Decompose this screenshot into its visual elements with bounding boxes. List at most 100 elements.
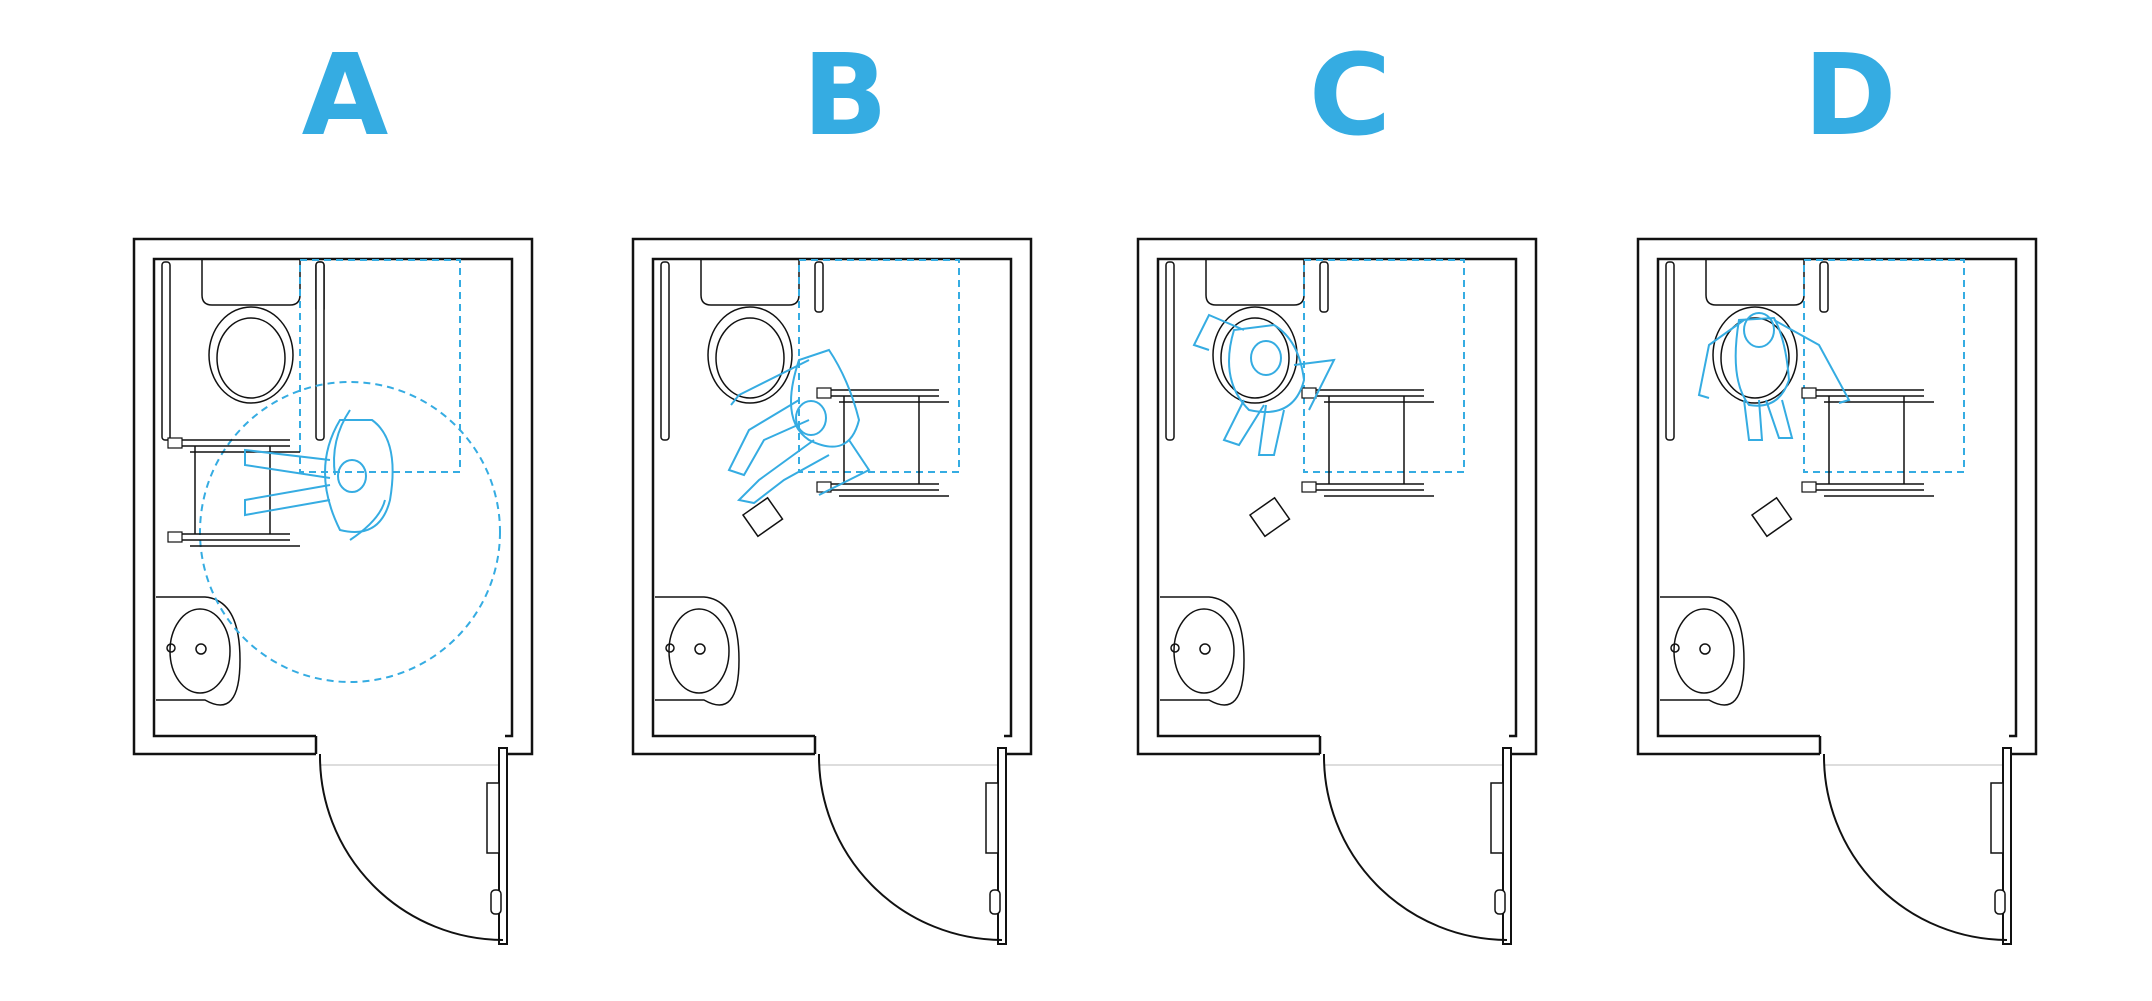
grab-bar-left	[660, 261, 670, 441]
wheelchair-bottom-frame	[180, 533, 300, 547]
wheelchair-handle-top	[1801, 387, 1817, 399]
person-leg-upper	[1743, 399, 1764, 441]
inner-wall	[1156, 257, 1518, 738]
wheelchair-seat	[194, 446, 271, 534]
washbasin	[156, 596, 241, 706]
door-lock	[490, 889, 502, 915]
bathroom-plan-b	[631, 237, 1033, 945]
wheelchair	[816, 387, 949, 497]
washbasin-bowl	[668, 608, 730, 694]
transfer-zone	[299, 259, 461, 473]
door-swing-arc	[1822, 753, 2008, 941]
outer-wall	[1136, 237, 1538, 756]
toilet-bowl	[707, 306, 793, 404]
person-arm-bottom	[1773, 319, 1851, 404]
wheelchair-handle-bottom	[1301, 481, 1317, 493]
turning-circle	[199, 381, 501, 683]
wheelchair-bottom-frame	[1314, 483, 1434, 497]
door-pull-handle	[985, 782, 999, 854]
drain	[1199, 643, 1211, 655]
person-head	[1743, 312, 1775, 348]
tap	[1670, 643, 1680, 653]
transfer-zone	[1803, 259, 1965, 473]
grab-bar-right	[814, 261, 824, 313]
washbasin-bowl	[1173, 608, 1235, 694]
toilet-bowl	[1712, 306, 1798, 404]
drain	[694, 643, 706, 655]
wheelchair-handle-bottom	[167, 531, 183, 543]
person-torso	[1228, 323, 1306, 413]
person-leg-upper	[1222, 399, 1265, 447]
toilet-seat	[1720, 317, 1790, 399]
wheelchair-top-frame	[1814, 389, 1934, 403]
door-leaf	[2002, 747, 2012, 945]
inner-wall	[152, 257, 514, 738]
door-leaf	[997, 747, 1007, 945]
wheelchair-handle-bottom	[1801, 481, 1817, 493]
door-pull-handle	[486, 782, 500, 854]
panel-label-d: D	[1803, 31, 1897, 161]
person-leg-lower	[736, 439, 830, 505]
tap	[665, 643, 675, 653]
door-leaf	[498, 747, 508, 945]
tap	[166, 643, 176, 653]
person-leg-lower	[1257, 404, 1285, 456]
person-torso	[1734, 316, 1791, 407]
door-pull-handle	[1490, 782, 1504, 854]
wheelchair-handle-top	[1301, 387, 1317, 399]
wheelchair-handle-top	[167, 437, 183, 449]
person-leg-upper	[244, 448, 331, 479]
grab-bar-right	[1319, 261, 1329, 313]
person-arm-top	[1697, 319, 1745, 399]
person-head	[795, 400, 827, 436]
grab-bar-left	[161, 261, 171, 441]
door-lock	[1494, 889, 1506, 915]
door-lock	[1994, 889, 2006, 915]
washbasin	[655, 596, 740, 706]
outer-wall	[631, 237, 1033, 756]
person-figure	[1192, 313, 1336, 456]
tap	[1170, 643, 1180, 653]
toilet-seat	[1220, 317, 1290, 399]
toilet-seat	[216, 317, 286, 399]
outer-wall	[132, 237, 534, 756]
wheelchair-seat	[1828, 396, 1905, 484]
drain	[1699, 643, 1711, 655]
person-figure	[1697, 312, 1851, 441]
inner-wall	[651, 257, 1013, 738]
wheelchair-top-frame	[180, 439, 300, 453]
bathroom-plan-c	[1136, 237, 1538, 945]
person-arm-top	[333, 409, 351, 476]
bathroom-plan-a	[132, 237, 534, 945]
person-figure	[244, 409, 394, 541]
wheelchair-top-frame	[829, 389, 949, 403]
door-swing-arc	[318, 753, 504, 941]
grab-bar-left	[1665, 261, 1675, 441]
door-swing-arc	[1322, 753, 1508, 941]
drain	[195, 643, 207, 655]
person-head	[337, 459, 367, 493]
person-figure	[727, 348, 871, 505]
washbasin	[1160, 596, 1245, 706]
inner-wall	[1656, 257, 2018, 738]
grab-bar-left	[1165, 261, 1175, 441]
person-torso	[324, 419, 394, 533]
person-leg-lower	[1765, 399, 1794, 439]
person-torso	[790, 348, 861, 448]
person-arm-top	[730, 359, 810, 406]
toilet-seat	[715, 317, 785, 399]
bathroom-plan-d	[1636, 237, 2038, 945]
grab-bar-right	[1819, 261, 1829, 313]
wheelchair-top-frame	[1314, 389, 1434, 403]
toilet-cistern	[1205, 260, 1305, 306]
person-arm-top	[1192, 313, 1245, 351]
grab-bar-right-long	[315, 261, 325, 441]
wheelchair-footrest	[741, 496, 784, 538]
washbasin-bowl	[1673, 608, 1735, 694]
toilet-cistern	[201, 260, 301, 306]
wheelchair-seat	[843, 396, 920, 484]
person-leg-lower	[244, 484, 331, 517]
door-swing-arc	[817, 753, 1003, 941]
